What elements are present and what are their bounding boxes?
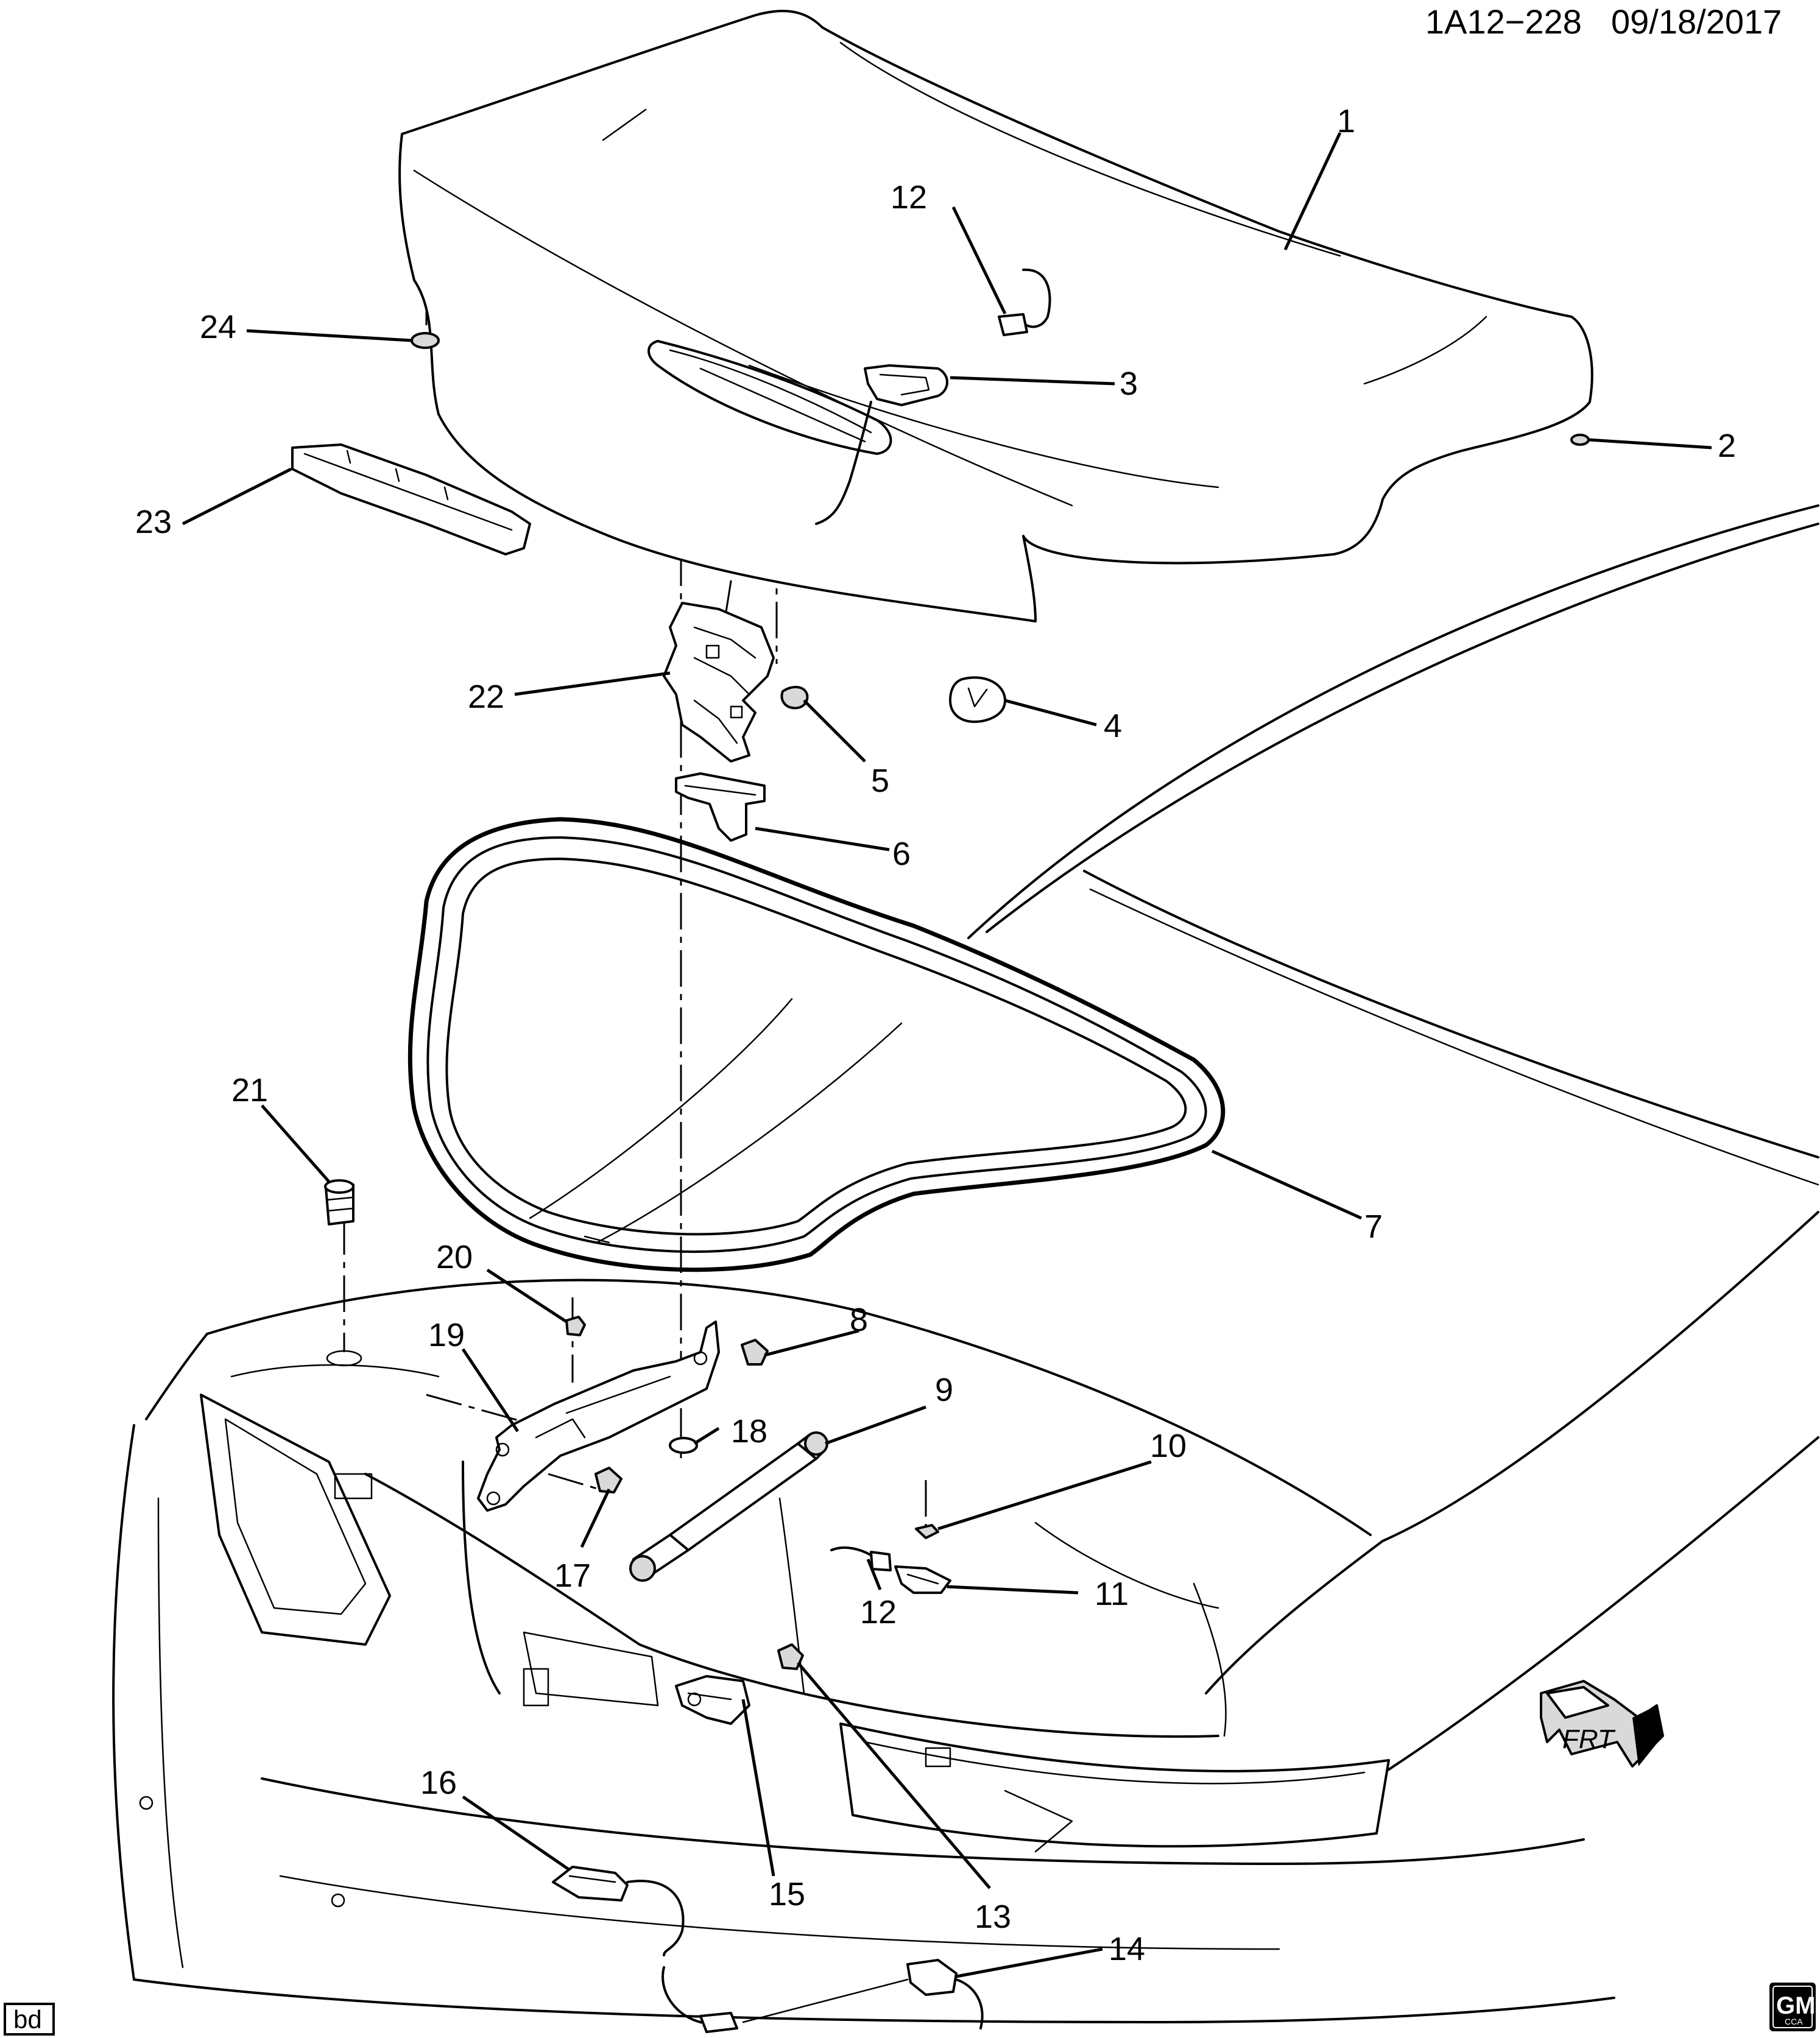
callout-13: 13 [975, 1899, 1011, 1935]
callout-15: 15 [769, 1876, 805, 1913]
part-15-striker-bracket[interactable] [675, 1675, 750, 1725]
callout-21: 21 [231, 1072, 268, 1109]
part-decklid[interactable] [398, 10, 1593, 622]
part-21-plug[interactable] [324, 1179, 362, 1367]
part-24-plug[interactable] [411, 332, 440, 349]
callout-20: 20 [436, 1239, 473, 1275]
vehicle-body-outline [112, 504, 1819, 2023]
diagram-date: 09/18/2017 [1611, 2, 1782, 41]
part-7-weatherstrip[interactable] [407, 817, 1226, 1272]
diagram-header: 1A12−228 09/18/2017 [1425, 2, 1782, 41]
callout-12-lower: 12 [860, 1594, 897, 1631]
part-19-hinge[interactable] [477, 1320, 720, 1512]
callout-23: 23 [135, 504, 172, 540]
part-17-bolt[interactable] [594, 1467, 623, 1493]
gm-logo-text: GM [1776, 1992, 1815, 2019]
frt-label: FRT [1562, 1724, 1616, 1754]
callout-labels: 1 2 3 4 5 6 7 8 9 10 11 12 12 13 14 15 1… [135, 103, 1736, 1967]
part-3-lamp-socket[interactable] [815, 364, 948, 525]
callout-24: 24 [200, 309, 236, 345]
part-14-harness[interactable] [742, 1959, 984, 2029]
callout-17: 17 [554, 1557, 591, 1594]
callout-6: 6 [892, 836, 911, 872]
callout-12-top: 12 [891, 179, 927, 216]
callout-2: 2 [1718, 428, 1736, 464]
part-12-connector-lower[interactable] [830, 1546, 892, 1571]
part-2-clip[interactable] [1570, 434, 1590, 446]
callout-7: 7 [1364, 1208, 1383, 1245]
part-12-connector-top[interactable] [998, 268, 1051, 336]
callout-16: 16 [420, 1765, 457, 1801]
front-direction-arrow: FRT [1540, 1680, 1664, 1768]
gm-logo: GM CCA [1769, 1983, 1816, 2031]
part-16-license-lamp[interactable] [552, 1866, 738, 2033]
callout-5: 5 [871, 763, 889, 799]
callout-9: 9 [935, 1372, 953, 1408]
callout-22: 22 [468, 679, 504, 715]
callout-11: 11 [1095, 1576, 1129, 1612]
part-18-washer[interactable] [669, 1437, 698, 1454]
callout-14: 14 [1109, 1931, 1145, 1967]
part-9-gas-strut[interactable] [629, 1431, 828, 1582]
artist-badge: bd [4, 2003, 55, 2036]
part-23-high-mount-lamp[interactable] [291, 443, 531, 555]
callout-8: 8 [850, 1302, 868, 1338]
part-5-bolt[interactable] [780, 686, 809, 710]
part-20-nut[interactable] [565, 1316, 586, 1336]
part-8-bolt[interactable] [741, 1339, 769, 1366]
part-22-latch[interactable] [663, 602, 775, 763]
callout-1: 1 [1337, 103, 1355, 139]
part-6-striker[interactable] [675, 772, 766, 842]
gm-logo-sub: CCA [1785, 2017, 1803, 2026]
callout-leader-lines [182, 132, 1712, 1978]
part-4-bumper[interactable] [949, 676, 1006, 723]
callout-10: 10 [1150, 1428, 1187, 1464]
callout-3: 3 [1120, 365, 1138, 402]
part-11-switch[interactable] [894, 1565, 951, 1594]
part-10-clip[interactable] [915, 1524, 939, 1539]
callout-18: 18 [731, 1413, 767, 1450]
artist-initials: bd [13, 2005, 42, 2034]
callout-19: 19 [428, 1317, 465, 1353]
diagram-code: 1A12−228 [1425, 2, 1582, 41]
callout-4: 4 [1104, 708, 1122, 744]
part-13-bolt[interactable] [777, 1643, 804, 1670]
